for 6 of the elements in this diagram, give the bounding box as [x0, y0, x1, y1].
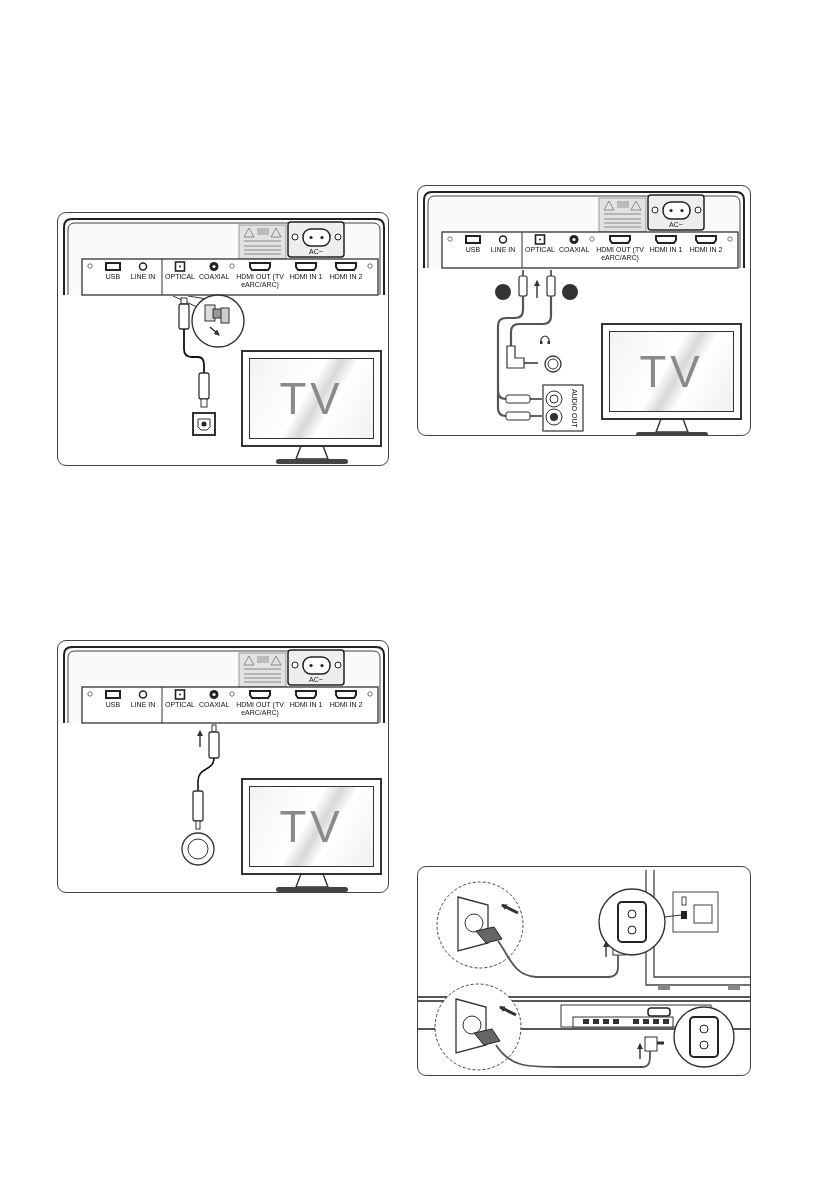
tv-monitor	[601, 323, 742, 420]
tv-monitor	[241, 778, 382, 875]
tv-label: TV	[279, 376, 344, 421]
tv-label: TV	[279, 804, 344, 849]
tv-label: TV	[639, 349, 704, 394]
tv-monitor	[241, 350, 382, 447]
